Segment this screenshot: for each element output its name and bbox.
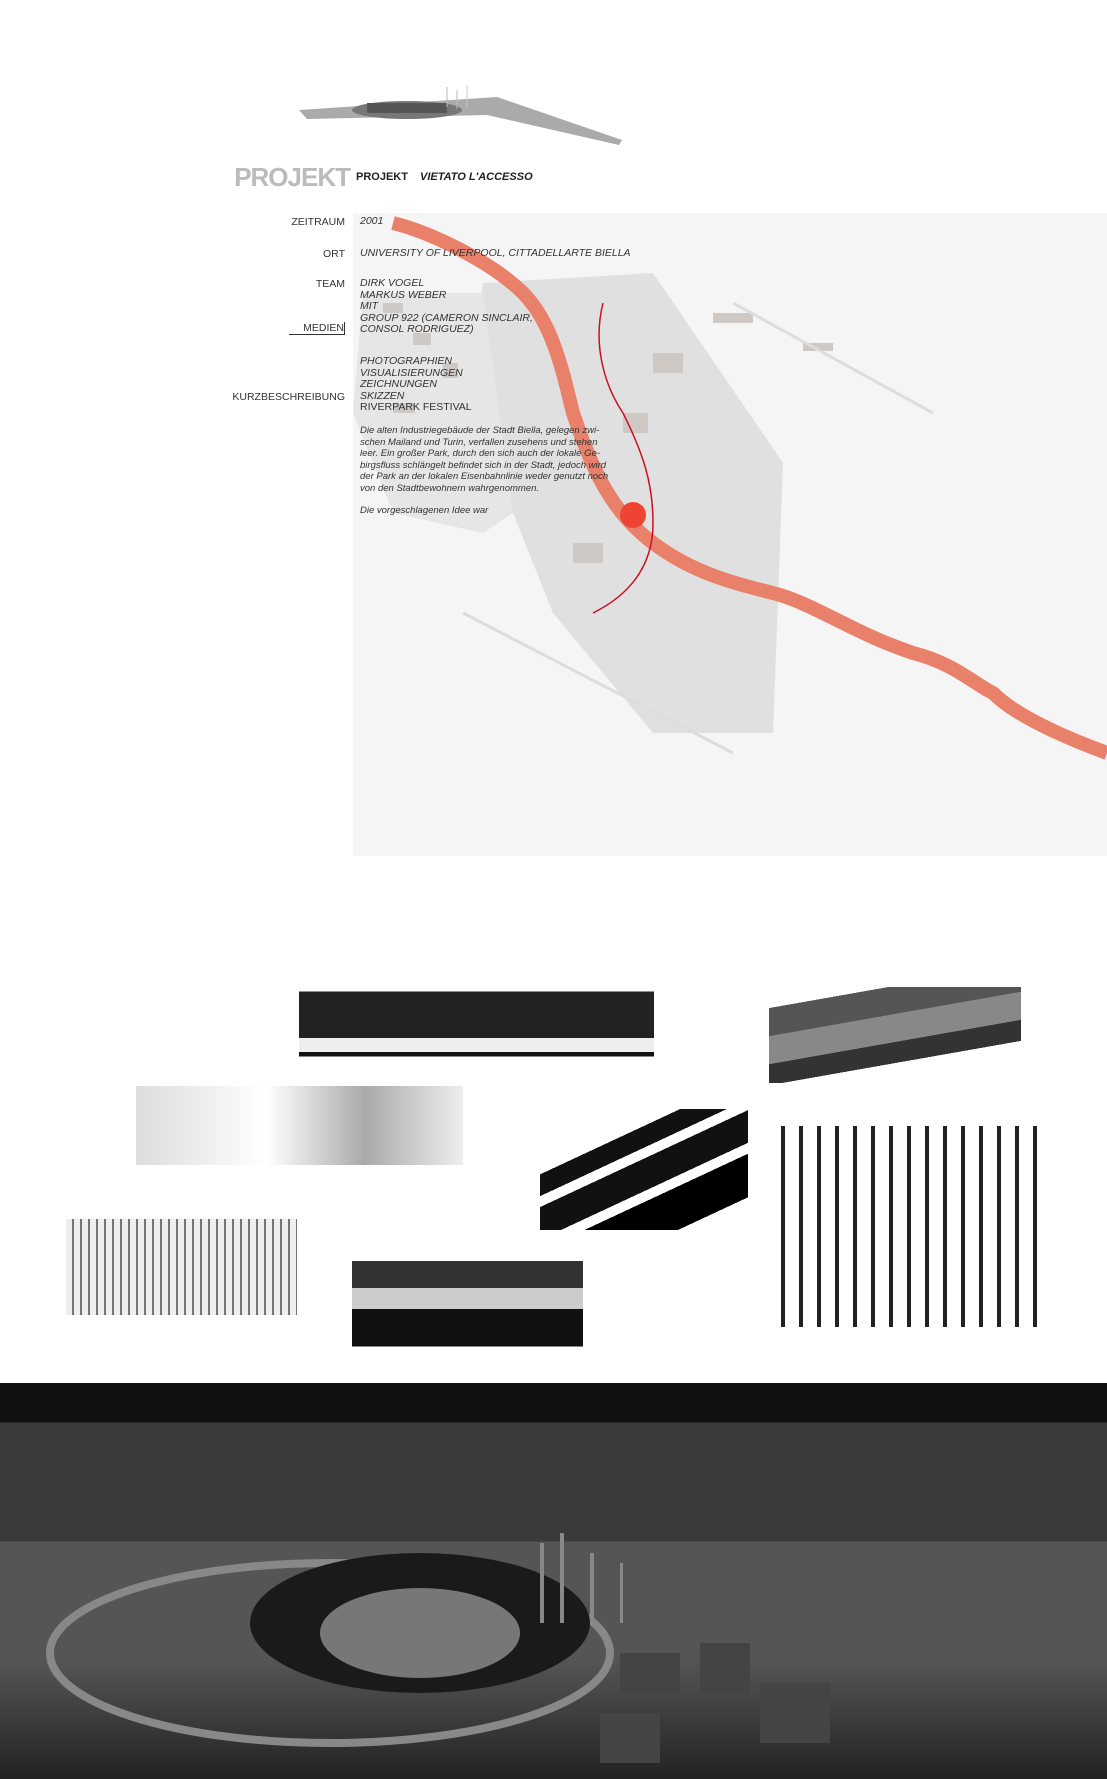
kurz-label: KURZBESCHREIBUNG xyxy=(232,391,345,403)
description-line: birgsfluss schlängelt befindet sich in d… xyxy=(360,459,607,471)
team-member: MIT xyxy=(360,300,379,312)
site-map xyxy=(353,213,1107,856)
gallery-image xyxy=(352,1245,583,1352)
gallery-image xyxy=(299,973,654,1066)
description: Die alten Industriegebäude der Stadt Bie… xyxy=(360,425,608,517)
team-member: DIRK VOGEL xyxy=(360,277,425,289)
description-line: leer. Ein großer Park, durch den sich au… xyxy=(360,448,600,459)
header-render-image xyxy=(299,85,622,145)
gallery-image xyxy=(540,1109,748,1230)
section-label: PROJEKT xyxy=(356,171,408,183)
gallery-image xyxy=(767,1126,1043,1327)
ort-value: UNIVERSITY OF LIVERPOOL, CITTADELLARTE B… xyxy=(360,247,631,259)
team-label: TEAM xyxy=(315,278,345,290)
medien-item: PHOTOGRAPHIEN xyxy=(360,355,452,367)
medien-item: VISUALISIERUNGEN xyxy=(360,366,463,379)
description-line: Die vorgeschlagenen Idee war xyxy=(360,505,489,516)
medien-item: ZEICHNUNGEN xyxy=(360,378,438,390)
team-member: CONSOL RODRIGUEZ) xyxy=(360,323,474,335)
zeitraum-label: ZEITRAUM xyxy=(291,216,345,228)
ort-label: ORT xyxy=(323,248,345,260)
team-member: GROUP 922 (CAMERON SINCLAIR, xyxy=(360,311,533,324)
gallery-image xyxy=(66,1219,297,1315)
description-line: von den Stadtbewohnern wahrgenommen. xyxy=(360,482,540,494)
team-member: MARKUS WEBER xyxy=(360,288,447,301)
gallery-image xyxy=(136,1086,463,1165)
kurz-title: RIVERPARK FESTIVAL xyxy=(360,401,472,413)
description-line: der Park an der lokalen Eisenbahnlinie w… xyxy=(360,471,609,482)
medien-label: MEDIEN xyxy=(289,322,345,335)
description-line: schen Mailand und Turin, verfallen zuseh… xyxy=(360,436,598,448)
zeitraum-value: 2001 xyxy=(360,215,384,227)
main-render-image xyxy=(0,1383,1107,1779)
description-line: Die alten Industriegebäude der Stadt Bie… xyxy=(360,425,600,436)
project-title: VIETATO L'ACCESSO xyxy=(420,171,533,183)
medien-list: PHOTOGRAPHIEN VISUALISIERUNGEN ZEICHNUNG… xyxy=(360,355,472,414)
section-ghost-title: PROJEKT xyxy=(234,162,351,192)
medien-item: SKIZZEN xyxy=(360,389,405,402)
team-list: DIRK VOGEL MARKUS WEBER MIT GROUP 922 (C… xyxy=(360,277,533,336)
gallery-image xyxy=(769,987,1021,1083)
